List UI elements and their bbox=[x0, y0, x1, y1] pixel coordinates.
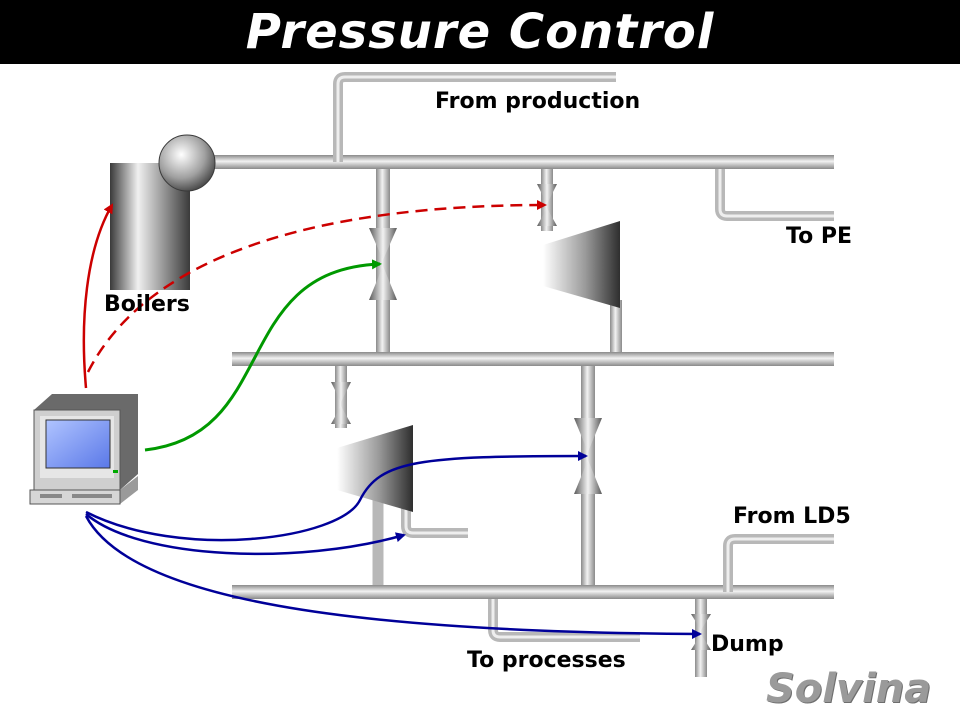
label-from-production: From production bbox=[435, 89, 641, 114]
middle-header-pipe bbox=[232, 352, 834, 366]
page-title: Pressure Control bbox=[245, 4, 715, 60]
top-header-pipe bbox=[190, 155, 834, 169]
label-from-ld5: From LD5 bbox=[733, 504, 851, 529]
solvina-logo: Solvina bbox=[766, 666, 932, 712]
signal-green bbox=[144, 259, 382, 452]
bottom-header-pipe bbox=[232, 585, 834, 599]
label-to-pe: To PE bbox=[786, 224, 853, 249]
steam-drum-icon bbox=[158, 134, 216, 192]
label-to-processes: To processes bbox=[467, 648, 626, 673]
title-bar: Pressure Control bbox=[0, 0, 960, 64]
turbine2-valve-icon bbox=[331, 382, 351, 424]
turbine2-icon bbox=[337, 425, 413, 512]
reducing-valve-lower-icon bbox=[574, 418, 602, 494]
signal-blue-1 bbox=[85, 451, 588, 542]
computer-screen bbox=[45, 419, 111, 469]
label-dump: Dump bbox=[711, 632, 784, 657]
turbine1-icon bbox=[543, 221, 620, 308]
signal-red-solid bbox=[82, 203, 114, 389]
dump-valve-icon bbox=[691, 614, 711, 650]
computer-icon bbox=[29, 394, 138, 505]
reducing-valve-pipe-upper bbox=[376, 169, 390, 352]
signal-blue-3 bbox=[84, 515, 702, 639]
turbine1-outlet-pipe bbox=[610, 300, 622, 352]
signal-blue-2 bbox=[85, 513, 406, 556]
from-ld5-pipe bbox=[723, 534, 834, 592]
to-pe-pipe bbox=[715, 169, 834, 221]
label-boilers: Boilers bbox=[104, 292, 190, 317]
signal-red-dashed bbox=[86, 200, 547, 373]
turbine1-valve-icon bbox=[537, 184, 557, 226]
reducing-valve-upper-icon bbox=[369, 228, 397, 300]
